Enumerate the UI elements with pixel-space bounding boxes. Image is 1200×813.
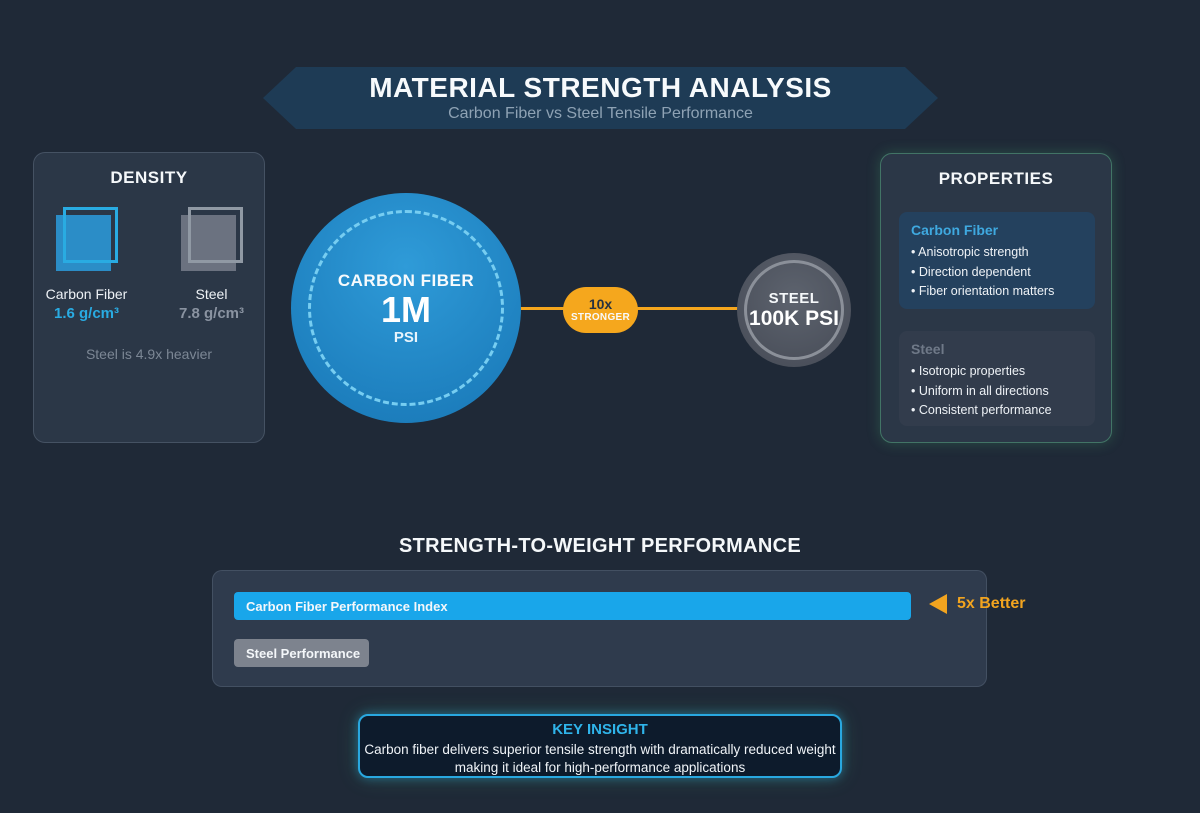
steel-density-group: Steel 7.8 g/cm³ <box>166 207 258 322</box>
title-banner: MATERIAL STRENGTH ANALYSIS Carbon Fiber … <box>263 67 938 129</box>
carbon-density-label: Carbon Fiber <box>45 286 128 302</box>
page-subtitle: Carbon Fiber vs Steel Tensile Performanc… <box>448 105 753 122</box>
carbon-bullet: • Fiber orientation matters <box>911 284 1055 298</box>
steel-density-label: Steel <box>195 286 228 302</box>
steel-density-value: 7.8 g/cm³ <box>178 305 245 322</box>
carbon-square-icon <box>55 207 118 271</box>
steel-bullet: • Consistent performance <box>911 403 1052 417</box>
carbon-bullet: • Direction dependent <box>911 264 1031 279</box>
steel-bullet: • Isotropic properties <box>911 364 1026 378</box>
badge-label: STRONGER <box>570 312 631 323</box>
performance-callout: 5x Better <box>957 595 1026 612</box>
page-title: MATERIAL STRENGTH ANALYSIS <box>369 72 832 103</box>
steel-circle: STEEL 100K PSI <box>737 253 851 367</box>
steel-ring-icon <box>744 260 844 360</box>
density-note: Steel is 4.9x heavier <box>85 346 213 362</box>
key-insight-text: Carbon fiber delivers superior tensile s… <box>250 741 950 777</box>
left-arrow-icon <box>929 594 947 614</box>
carbon-properties-panel: Carbon Fiber • Anisotropic strength • Di… <box>899 212 1095 309</box>
steel-properties-panel: Steel • Isotropic properties • Uniform i… <box>899 331 1095 426</box>
steel-performance-bar: Steel Performance <box>234 639 369 667</box>
density-card: DENSITY Carbon Fiber 1.6 g/cm³ Steel 7.8… <box>33 152 265 443</box>
steel-square-outline <box>187 207 243 263</box>
key-insight-line1: Carbon fiber delivers superior tensile s… <box>364 742 836 757</box>
steel-square-icon <box>180 207 243 271</box>
stronger-badge: 10x STRONGER <box>563 287 638 333</box>
performance-section-title: STRENGTH-TO-WEIGHT PERFORMANCE <box>399 535 801 557</box>
carbon-density-group: Carbon Fiber 1.6 g/cm³ <box>41 207 133 322</box>
badge-multiplier: 10x <box>588 296 613 312</box>
density-card-title: DENSITY <box>110 168 188 187</box>
carbon-fiber-circle: CARBON FIBER 1M PSI <box>291 193 521 423</box>
performance-panel: Carbon Fiber Performance Index Steel Per… <box>212 570 987 687</box>
density-swatch-row: Carbon Fiber 1.6 g/cm³ Steel 7.8 g/cm³ <box>34 207 264 322</box>
carbon-performance-bar: Carbon Fiber Performance Index <box>234 592 911 620</box>
properties-card-title: PROPERTIES <box>938 169 1054 188</box>
key-insight-line2: making it ideal for high-performance app… <box>454 760 746 775</box>
carbon-properties-title: Carbon Fiber <box>911 222 999 238</box>
steel-properties-title: Steel <box>911 341 945 357</box>
key-insight-box: KEY INSIGHT Carbon fiber delivers superi… <box>358 714 842 778</box>
carbon-square-outline <box>62 207 118 263</box>
carbon-density-value: 1.6 g/cm³ <box>53 305 120 322</box>
properties-card: PROPERTIES Carbon Fiber • Anisotropic st… <box>880 153 1112 443</box>
steel-bullet: • Uniform in all directions <box>911 383 1049 398</box>
carbon-bullet: • Anisotropic strength <box>911 245 1029 259</box>
dashed-ring-icon <box>308 210 504 406</box>
key-insight-title: KEY INSIGHT <box>552 721 648 738</box>
